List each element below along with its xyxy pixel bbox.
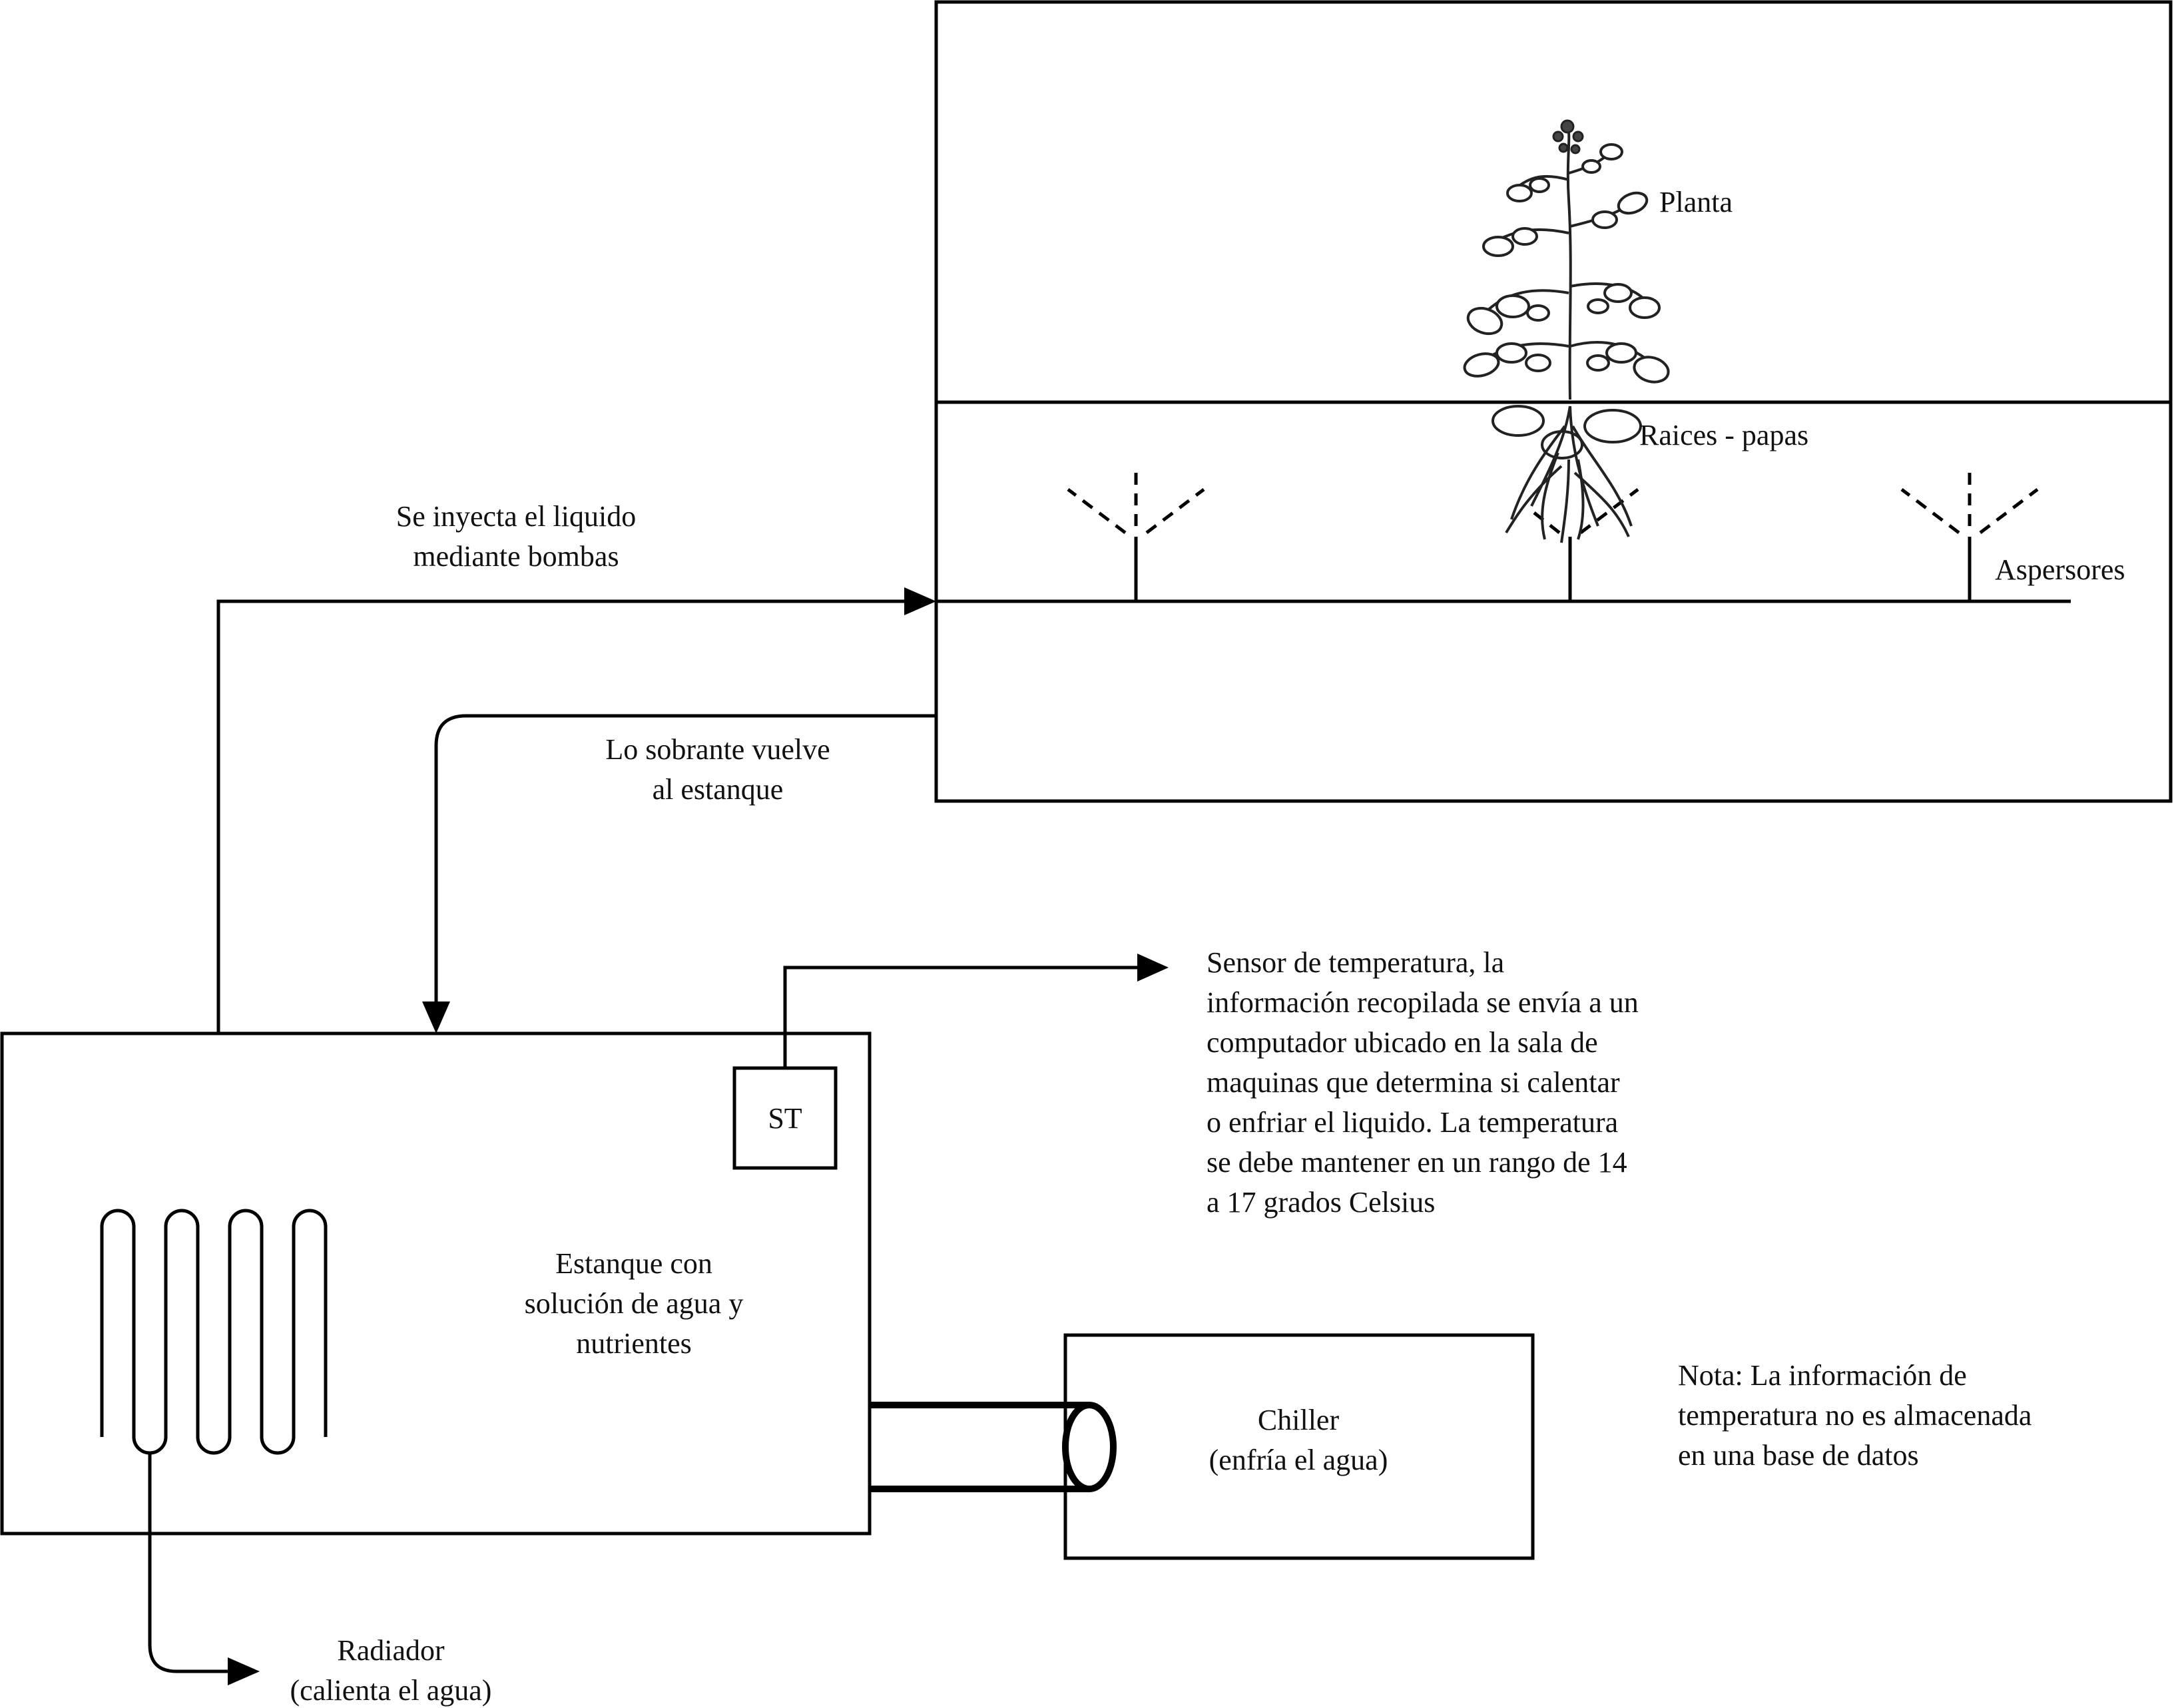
radiator-label-line-1: Radiador <box>337 1634 445 1667</box>
chiller-label-line-2: (enfría el agua) <box>1209 1444 1388 1476</box>
sensor-description: Sensor de temperatura, la información re… <box>1207 946 1639 1219</box>
roots-label: Raices - papas <box>1639 419 1808 451</box>
pump-inlet-label-line-1: Se inyecta el liquido <box>396 500 636 533</box>
return-label-line-1: Lo sobrante vuelve <box>605 733 830 766</box>
nutrient-tank <box>0 1031 872 1536</box>
sensor-description-line-5: o enfriar el liquido. La temperatura <box>1207 1106 1618 1139</box>
note: Nota: La información de temperatura no e… <box>1678 1359 2032 1472</box>
radiator-coil <box>100 1209 328 1455</box>
sensor-description-line-1: Sensor de temperatura, la <box>1207 946 1504 979</box>
sensor-description-line-4: maquinas que determina si calentar <box>1207 1066 1620 1099</box>
pump-inlet-label-line-2: mediante bombas <box>413 540 619 573</box>
temperature-sensor-label: ST <box>768 1102 802 1135</box>
sprinkler-left <box>1067 466 1205 601</box>
chiller-box <box>1063 1333 1535 1560</box>
chiller-pipe <box>870 1402 1117 1492</box>
sensor-description-line-2: información recopilada se envía a un <box>1207 986 1639 1019</box>
note-line-3: en una base de datos <box>1678 1439 1919 1472</box>
sprinkler-center <box>1533 488 1639 601</box>
radiator-label-line-2: (calienta el agua) <box>290 1674 492 1707</box>
chiller-label-line-1: Chiller <box>1258 1404 1340 1436</box>
tank-label-line-2: solución de agua y <box>525 1287 744 1320</box>
tank-label-line-1: Estanque con <box>555 1247 712 1280</box>
sensor-signal-arrow <box>783 954 1169 1068</box>
note-line-1: Nota: La información de <box>1678 1359 1967 1392</box>
plant-label: Planta <box>1659 186 1733 218</box>
radiator-arrow <box>148 1453 260 1685</box>
sensor-description-line-7: a 17 grados Celsius <box>1207 1186 1435 1219</box>
plant-illustration <box>1463 119 1670 543</box>
sprinkler-right <box>1900 466 2039 601</box>
sensor-description-line-3: computador ubicado en la sala de <box>1207 1026 1598 1059</box>
sensor-description-line-6: se debe mantener en un rango de 14 <box>1207 1146 1627 1179</box>
note-line-2: temperatura no es almacenada <box>1678 1399 2032 1432</box>
pump-inlet-arrow <box>216 587 936 1033</box>
tank-label-line-3: nutrientes <box>576 1327 692 1360</box>
sprinklers-label: Aspersores <box>1995 553 2125 586</box>
return-label-line-2: al estanque <box>653 773 784 806</box>
return-arrow <box>422 714 936 1033</box>
